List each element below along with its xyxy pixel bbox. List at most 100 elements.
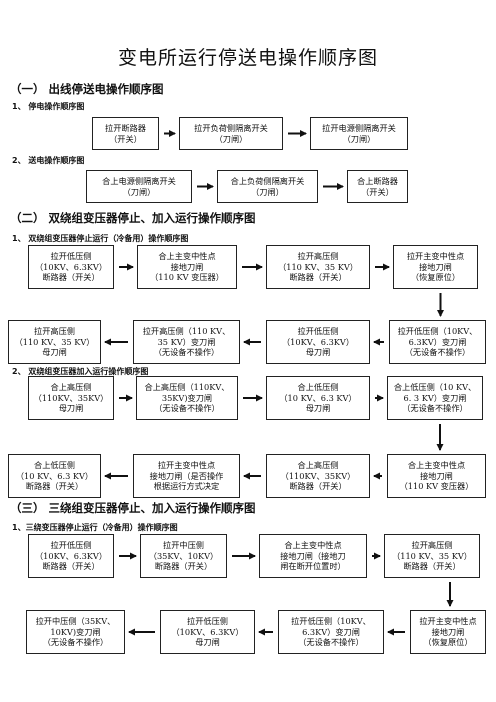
- flow-step-text: 合上主变中性点: [284, 539, 342, 550]
- flow-step-text: 拉开低压侧: [50, 250, 92, 261]
- flow-step-box: 合上高压侧（110KV、35KV)变刀闸（无设备不操作）: [136, 376, 238, 420]
- flow-step-text: 合上主变中性点: [158, 250, 216, 261]
- flow-step-text: 拉开低压侧: [50, 539, 92, 550]
- flow-step-box: 合上断路器（开关）: [347, 170, 408, 203]
- subsection-label-energize: 2、 送电操作顺序图: [12, 156, 85, 165]
- flow-step-text: 接地刀闸: [420, 470, 453, 481]
- flow-step-text: 拉开高压侧（110 KV、: [142, 325, 231, 336]
- flow-step-text: （无设备不操作）: [154, 403, 220, 414]
- flow-step-text: （无设备不操作）: [402, 403, 468, 414]
- flow-step-box: 合上低压侧（10 KV、6.3 KV）母刀闸: [266, 376, 370, 420]
- section-heading-outgoing-line: （一） 出线停送电操作顺序图: [10, 82, 164, 96]
- flow-step-text: 合上电源侧隔离开关: [102, 175, 176, 186]
- flow-step-text: 拉开主变中性点: [157, 459, 216, 470]
- flow-step-text: （无设备不操作）: [42, 637, 109, 648]
- flow-step-text: 母刀闸: [305, 403, 331, 414]
- flow-step-text: 母刀闸: [42, 347, 67, 358]
- flow-step-text: 拉开低压侧（10KV、: [397, 325, 478, 336]
- flow-step-text: 拉开高压侧: [411, 539, 453, 550]
- flow-step-box: 拉开电源侧隔离开关（刀闸）: [310, 117, 408, 150]
- flow-step-text: （无设备不操作）: [153, 347, 220, 358]
- flow-step-text: （刀闸）: [122, 186, 156, 197]
- flow-step-text: 合上高压侧（110KV、: [144, 381, 230, 392]
- flow-step-text: 断路器（开关）: [42, 561, 100, 572]
- flow-step-text: （10KV、6.3KV）: [34, 550, 108, 561]
- flow-step-box: 拉开低压侧（10KV、6.3KV）变刀闸（无设备不操作）: [278, 610, 384, 654]
- flow-step-box: 拉开低压侧（10KV、6.3KV）母刀闸: [266, 320, 370, 364]
- flow-step-text: 合上主变中性点: [407, 459, 466, 470]
- flow-step-box: 合上电源侧隔离开关（刀闸）: [86, 170, 192, 203]
- flow-step-text: （开关）: [361, 186, 394, 197]
- flow-step-text: （无设备不操作）: [298, 637, 364, 648]
- flow-step-text: （恢复原位）: [423, 637, 473, 648]
- flow-step-box: 拉开主变中性点接地刀闸（是否操作根据运行方式决定: [133, 454, 240, 498]
- flow-step-text: 合上断路器: [357, 175, 398, 186]
- section-heading-three-winding: （三） 三绕组变压器停止、加入运行操作顺序图: [10, 501, 256, 515]
- flow-step-text: 6.3KV）变刀闸: [302, 626, 360, 637]
- flow-step-text: （110 KV、35 KV）: [14, 336, 95, 347]
- subsection-label-two-winding-start: 2、 双绕组变压器加入运行操作顺序图: [12, 367, 149, 376]
- flow-step-text: 断路器（开关）: [42, 272, 100, 283]
- flow-step-text: 拉开高压侧: [34, 325, 75, 336]
- page-title: 变电所运行停送电操作顺序图: [117, 47, 378, 69]
- flow-step-box: 拉开中压侧（35KV、10KV）断路器（开关）: [140, 534, 227, 578]
- flow-step-box: 合上高压侧（110KV、35KV）断路器（开关）: [266, 454, 370, 498]
- flow-step-text: 闸在断开位置时）: [280, 561, 346, 572]
- flow-step-text: 10KV)变刀闸: [50, 626, 101, 637]
- flow-step-text: 合上低压侧: [297, 381, 339, 392]
- flow-step-box: 拉开中压侧（35KV、10KV)变刀闸（无设备不操作）: [26, 610, 125, 654]
- flow-step-text: 母刀闸: [195, 637, 220, 648]
- flow-step-text: （刀闸）: [342, 133, 376, 144]
- flow-step-text: （10 KV、6.3 KV）: [279, 392, 357, 403]
- flow-step-text: 接地刀闸（接地刀: [280, 550, 346, 561]
- flow-step-box: 拉开低压侧（10KV、6.3KV）断路器（开关）: [28, 534, 114, 578]
- flow-step-box: 拉开高压侧（110 KV、35 KV）断路器（开关）: [266, 245, 370, 289]
- flow-step-text: 合上负荷侧隔离开关: [230, 175, 305, 186]
- flow-step-text: 6. 3 KV）变刀闸: [403, 392, 467, 403]
- flow-step-box: 拉开高压侧（110 KV、35 KV）断路器（开关）: [384, 534, 480, 578]
- flow-step-text: 合上低压侧（10 KV、: [393, 381, 477, 392]
- flow-step-text: （110KV、35KV）: [33, 392, 109, 403]
- flow-step-text: 拉开断路器: [105, 122, 146, 133]
- flow-step-text: 拉开主变中性点: [419, 615, 477, 626]
- flow-step-text: （恢复原位）: [410, 272, 461, 283]
- flow-step-text: 拉开主变中性点: [406, 250, 465, 261]
- flow-step-box: 合上低压侧（10 KV、6. 3 KV）变刀闸（无设备不操作）: [387, 376, 483, 420]
- flow-step-text: （刀闸）: [214, 133, 248, 144]
- flow-step-text: 合上低压侧: [34, 459, 75, 470]
- flow-step-box: 拉开高压侧（110 KV、35 KV）母刀闸: [8, 320, 101, 364]
- flow-step-text: （无设备不操作）: [404, 347, 471, 358]
- flow-step-text: 拉开低压侧: [187, 615, 228, 626]
- flow-step-text: 拉开中压侧: [163, 539, 204, 550]
- flow-step-text: 接地刀闸（是否操作: [149, 470, 224, 481]
- flow-step-text: （110 KV 变压器）: [399, 481, 474, 492]
- flow-step-text: 断路器（开关）: [154, 561, 213, 572]
- flow-step-text: 拉开低压侧（10KV、: [291, 615, 371, 626]
- flow-step-box: 拉开低压侧（10KV、6.3KV）断路器（开关）: [28, 245, 114, 289]
- flow-step-box: 合上高压侧（110KV、35KV）母刀闸: [28, 376, 114, 420]
- flow-step-box: 拉开断路器（开关）: [92, 117, 159, 150]
- flow-step-text: （10KV、6.3KV）: [171, 626, 244, 637]
- flow-step-text: 断路器（开关）: [403, 561, 461, 572]
- flow-step-box: 合上低压侧（10 KV、6.3 KV）断路器（开关）: [8, 454, 101, 498]
- flow-step-text: 接地刀闸: [170, 261, 204, 272]
- subsection-label-three-winding-stop: 1、三绕变压器停止运行（冷备用）操作顺序图: [12, 523, 178, 532]
- flow-step-text: 拉开高压侧: [297, 250, 339, 261]
- flow-step-text: 6.3KV）变刀闸: [408, 336, 467, 347]
- flow-step-box: 拉开主变中性点接地刀闸（恢复原位）: [393, 245, 478, 289]
- flow-step-text: 35 KV）变刀闸: [157, 336, 216, 347]
- flow-step-box: 合上主变中性点接地刀闸（接地刀闸在断开位置时）: [259, 534, 367, 578]
- flow-step-box: 合上主变中性点接地刀闸（110 KV 变压器）: [137, 245, 237, 289]
- flow-step-text: 合上高压侧: [297, 459, 339, 470]
- flow-step-text: 断路器（开关）: [289, 481, 347, 492]
- flow-step-text: （35KV、10KV）: [148, 550, 219, 561]
- flow-step-text: （10KV、6.3KV）: [281, 336, 355, 347]
- flow-step-box: 拉开低压侧（10KV、6.3KV）变刀闸（无设备不操作）: [389, 320, 486, 364]
- flow-step-text: （10KV、6.3KV）: [34, 261, 108, 272]
- subsection-label-outage: 1、 停电操作顺序图: [12, 102, 85, 111]
- flow-step-text: 断路器（开关）: [289, 272, 347, 283]
- flow-step-text: （开关）: [109, 133, 142, 144]
- flow-step-text: 断路器（开关）: [25, 481, 84, 492]
- flow-step-text: 根据运行方式决定: [153, 481, 220, 492]
